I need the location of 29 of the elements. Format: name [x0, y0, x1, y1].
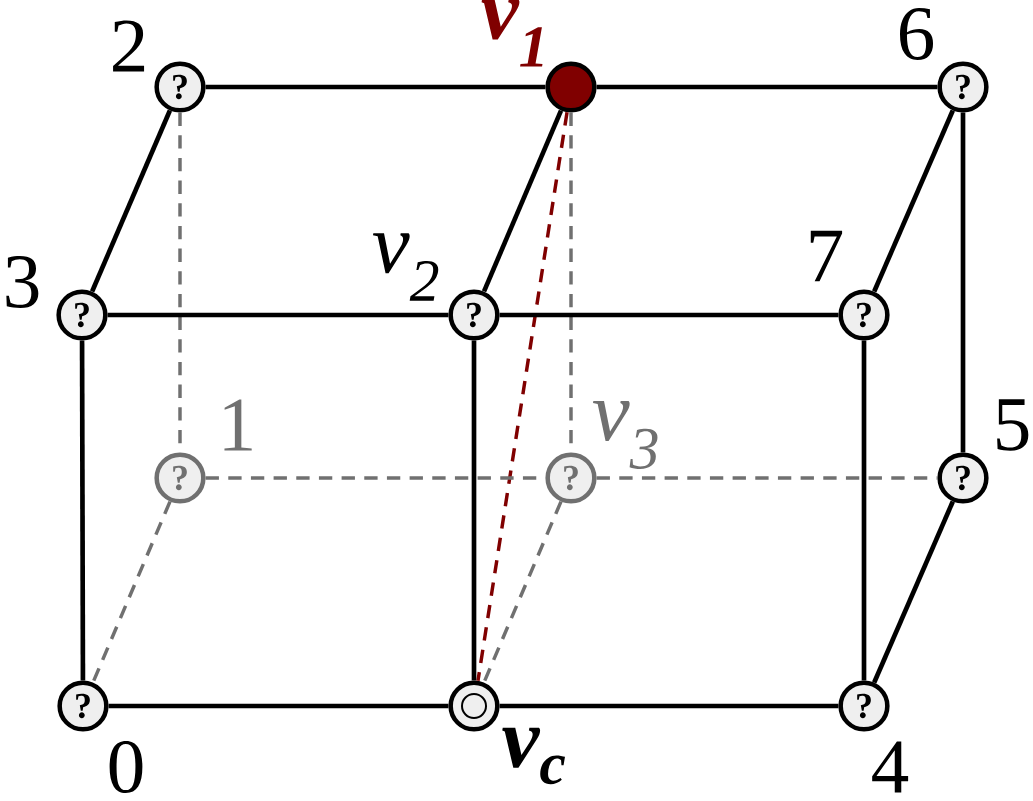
vertex-label: 2 [113, 20, 145, 72]
edge-line [471, 340, 477, 681]
edge-line [89, 109, 173, 293]
edge-line [481, 109, 564, 293]
vertex-label: v$_{c}$ [502, 727, 565, 785]
vertex-label: 4 [872, 741, 909, 793]
edge-line [499, 312, 839, 318]
edge-line [596, 84, 938, 90]
vertex-label: 3 [6, 256, 39, 308]
edge-line [872, 500, 955, 684]
edge-line [107, 312, 449, 318]
edge-line [205, 84, 546, 90]
vertex-label: v$_{1}$ [481, 0, 543, 67]
vertex-label: 1 [224, 399, 252, 451]
edge-line [499, 703, 839, 709]
dashed-line [91, 500, 172, 684]
dashed-line [482, 500, 563, 684]
vertex-label: 6 [900, 8, 934, 60]
dashed-line [476, 112, 569, 681]
vertex-label: 5 [997, 399, 1029, 451]
edge-line [79, 340, 86, 681]
vertex-label: v$_{2}$ [372, 233, 439, 301]
edge-line [861, 340, 867, 681]
edge-line [960, 112, 966, 453]
vertex-label: 7 [810, 230, 843, 282]
edge-line [872, 109, 955, 293]
vertex-label: 0 [109, 740, 143, 794]
edge-line [108, 703, 449, 709]
vertex-circle [545, 61, 597, 113]
